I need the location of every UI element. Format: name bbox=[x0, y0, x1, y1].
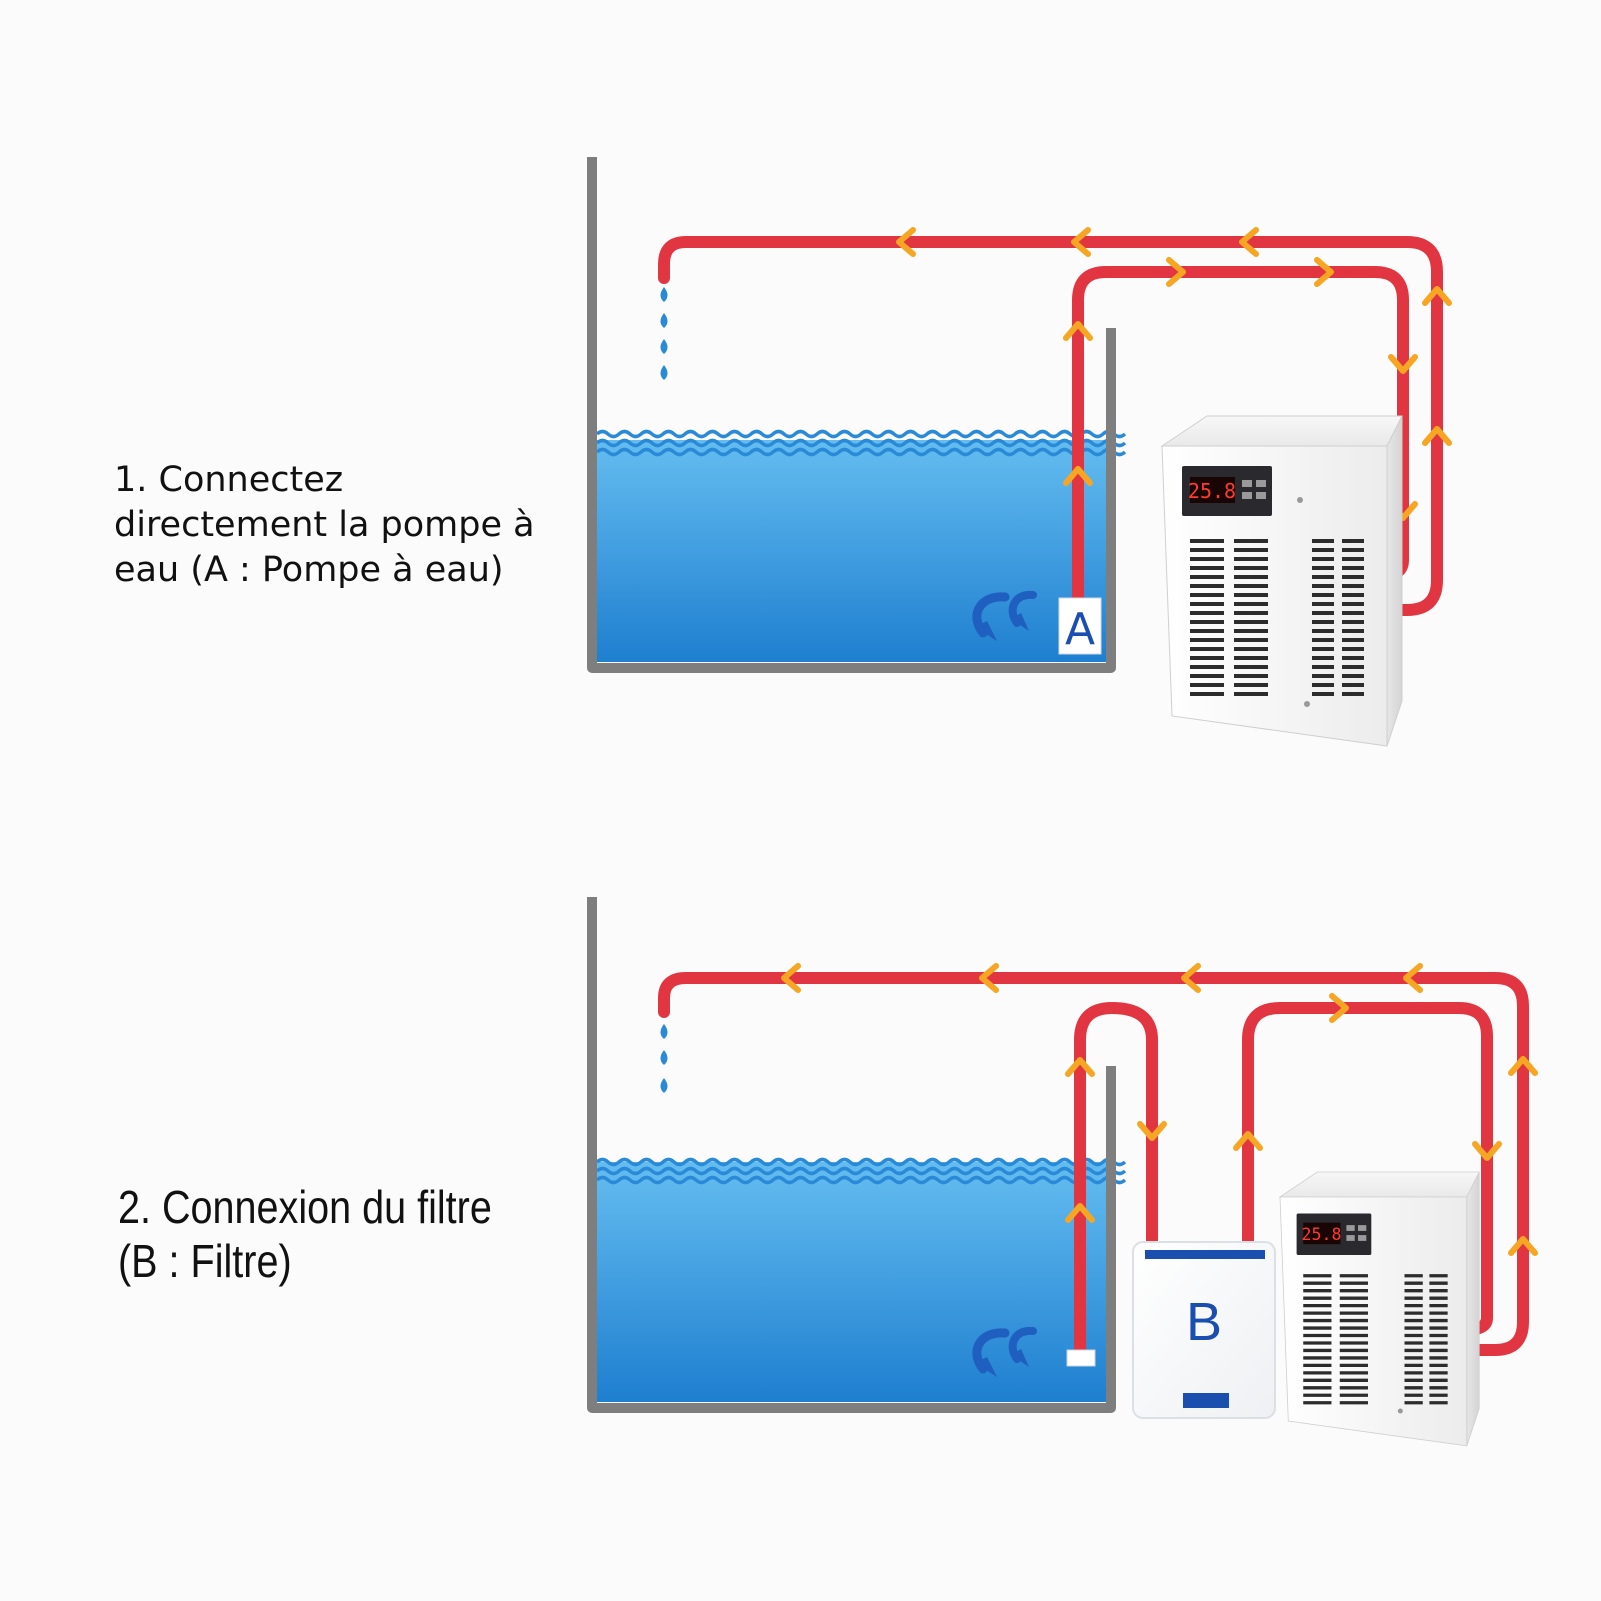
tank-water bbox=[592, 1162, 1107, 1402]
water-drop-icon bbox=[660, 365, 668, 380]
water-pump: A bbox=[1058, 597, 1102, 655]
flow-arrow-icon bbox=[1472, 1141, 1502, 1161]
flow-arrow-icon bbox=[1233, 1131, 1263, 1151]
water-drops bbox=[660, 287, 668, 380]
wave-line bbox=[595, 438, 1127, 448]
flow-arrow-icon bbox=[1403, 963, 1423, 993]
filter-label: B bbox=[1186, 1292, 1222, 1352]
flow-arrows bbox=[896, 227, 1452, 521]
flow-arrow-icon bbox=[1388, 354, 1418, 374]
water-waves bbox=[595, 429, 1127, 457]
flow-arrow-icon bbox=[1065, 1057, 1095, 1077]
pump-label: A bbox=[1065, 604, 1095, 655]
display-reading: 25.8 bbox=[1188, 479, 1236, 503]
wave-line bbox=[595, 1157, 1127, 1167]
water-drop-icon bbox=[660, 1024, 668, 1039]
flow-arrows bbox=[781, 963, 1538, 1256]
wave-line bbox=[595, 1175, 1127, 1185]
swirl-arrow-icon bbox=[972, 590, 1037, 641]
flow-arrow-icon bbox=[1422, 286, 1452, 306]
water-chiller: 25.8 bbox=[1160, 415, 1403, 747]
section-pump-connection: A 25.8 bbox=[587, 157, 1452, 747]
flow-arrow-icon bbox=[896, 227, 916, 257]
water-pump bbox=[1066, 1349, 1096, 1367]
display-reading: 25.8 bbox=[1302, 1225, 1342, 1244]
chiller-vents bbox=[1303, 1274, 1448, 1405]
water-chiller: 25.8 bbox=[1278, 1171, 1480, 1447]
pipe-filter-to-chiller bbox=[1242, 1002, 1493, 1336]
flow-arrow-icon bbox=[1329, 993, 1349, 1023]
flow-arrow-icon bbox=[1422, 426, 1452, 446]
water-drop-icon bbox=[660, 1050, 668, 1065]
pipe-return bbox=[658, 236, 1443, 616]
swirl-arrow-icon bbox=[972, 1326, 1037, 1377]
flow-arrow-icon bbox=[1063, 466, 1093, 486]
wave-line bbox=[595, 1166, 1127, 1176]
flow-arrow-icon bbox=[1508, 1236, 1538, 1256]
water-drop-icon bbox=[660, 339, 668, 354]
wave-line bbox=[595, 429, 1127, 439]
water-drops bbox=[660, 1024, 668, 1093]
flow-arrow-icon bbox=[1166, 257, 1186, 287]
water-drop-icon bbox=[660, 287, 668, 302]
flow-arrow-icon bbox=[1181, 963, 1201, 993]
wave-line bbox=[595, 447, 1127, 457]
water-waves bbox=[595, 1157, 1127, 1185]
flow-arrow-icon bbox=[1314, 257, 1334, 287]
tank-wall bbox=[587, 897, 1116, 1413]
display-buttons bbox=[1242, 480, 1266, 499]
pipe-pump-to-filter bbox=[1074, 1001, 1158, 1356]
flow-arrow-icon bbox=[1239, 227, 1259, 257]
chiller-vents bbox=[1190, 539, 1364, 696]
filter-unit: B bbox=[1132, 1241, 1276, 1419]
pipe-return bbox=[658, 972, 1529, 1356]
flow-arrow-icon bbox=[1071, 227, 1091, 257]
flow-arrow-icon bbox=[979, 963, 999, 993]
flow-arrow-icon bbox=[781, 963, 801, 993]
water-drop-icon bbox=[660, 1078, 668, 1093]
section-filter-connection: B 25.8 bbox=[587, 897, 1538, 1447]
tank-water bbox=[592, 440, 1107, 662]
flow-arrow-icon bbox=[1137, 1121, 1167, 1141]
caption-pump-connection: 1. Connectez directement la pompe à eau … bbox=[114, 460, 535, 590]
flow-arrow-icon bbox=[1508, 1056, 1538, 1076]
display-buttons bbox=[1346, 1225, 1367, 1241]
water-drop-icon bbox=[660, 313, 668, 328]
caption-filter-connection: 2. Connexion du filtre (B : Filtre) bbox=[118, 1181, 492, 1287]
flow-arrow-icon bbox=[1065, 1203, 1095, 1223]
tank-wall bbox=[587, 157, 1116, 673]
flow-arrow-icon bbox=[1063, 321, 1093, 341]
